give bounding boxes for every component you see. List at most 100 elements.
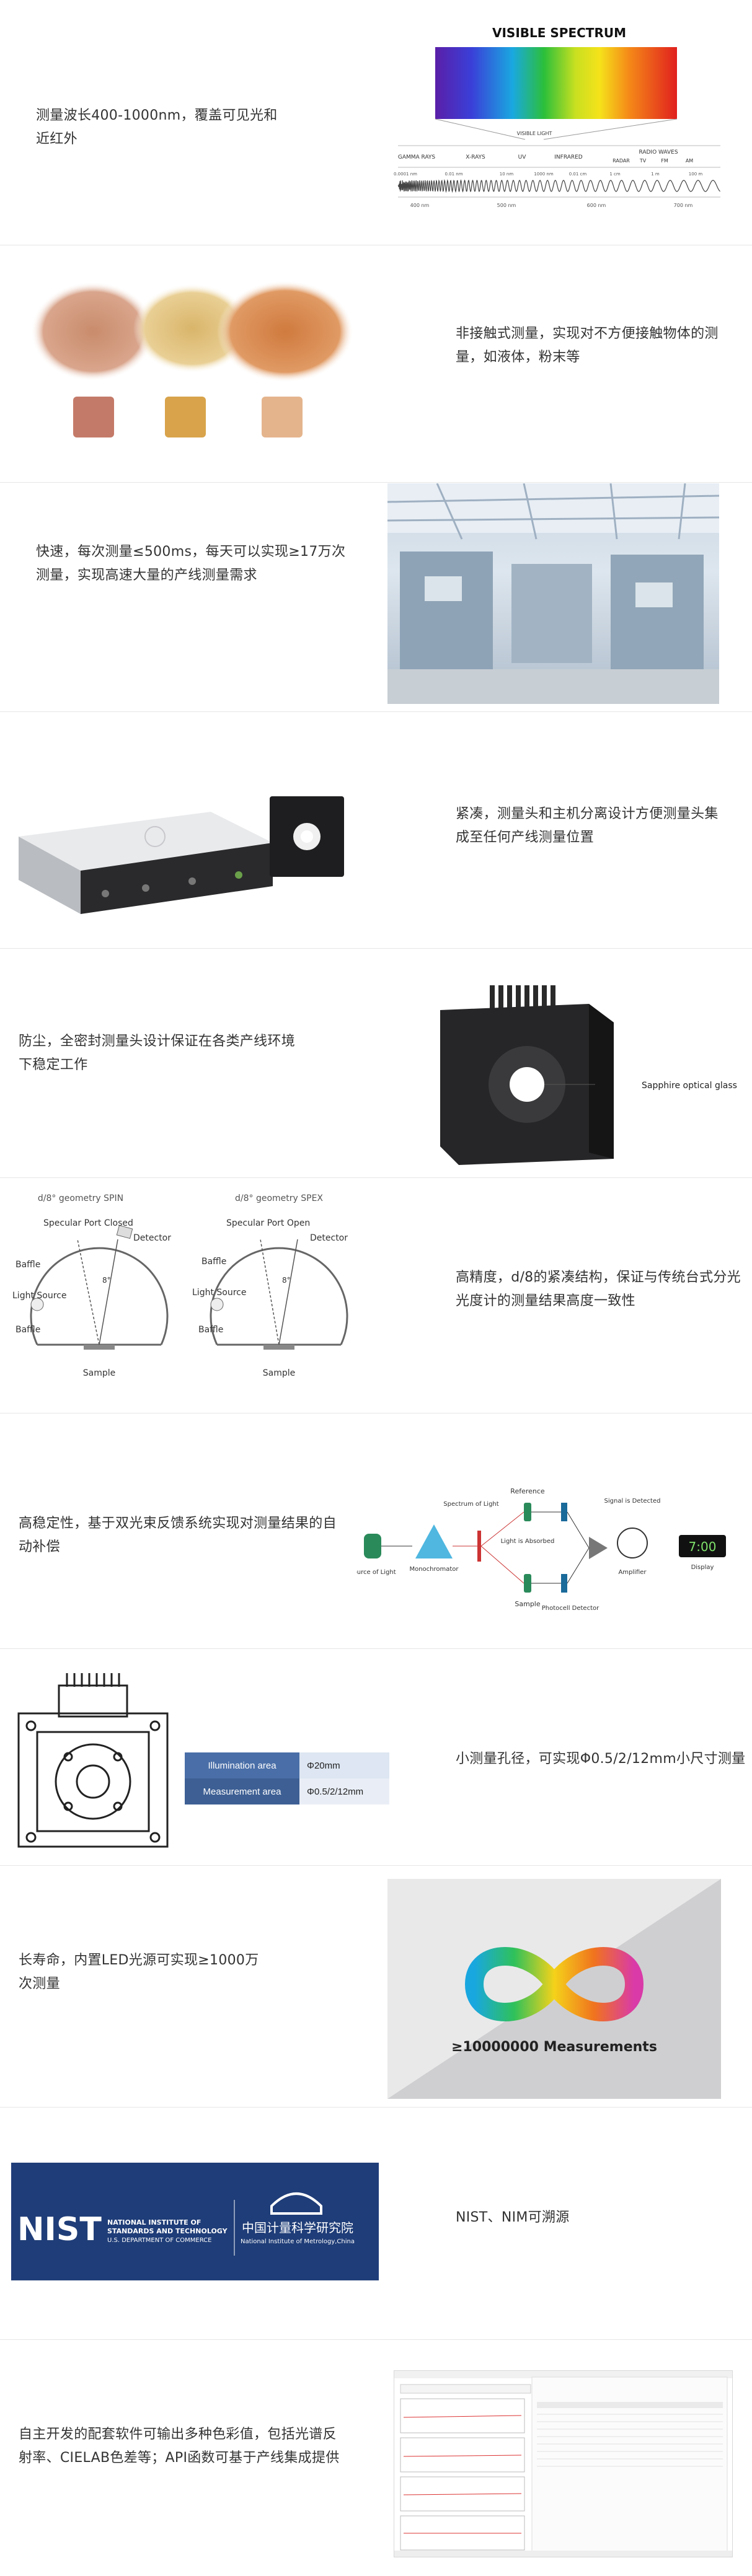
software-screenshot bbox=[394, 2370, 733, 2557]
visible-light-label: VISIBLE LIGHT bbox=[517, 131, 552, 136]
svg-text:100 m: 100 m bbox=[689, 172, 703, 177]
section-divider bbox=[0, 2107, 752, 2108]
svg-text:Source of Light: Source of Light bbox=[356, 1569, 396, 1576]
nim-logo-icon bbox=[270, 2192, 322, 2215]
svg-text:TV: TV bbox=[639, 158, 647, 164]
svg-text:FM: FM bbox=[661, 158, 668, 164]
svg-text:8°: 8° bbox=[102, 1276, 111, 1285]
spectrum-title: VISIBLE SPECTRUM bbox=[492, 25, 626, 40]
svg-text:0.01 nm: 0.01 nm bbox=[445, 172, 462, 177]
svg-text:0.01 cm: 0.01 cm bbox=[569, 172, 587, 177]
photocell-detector-icon bbox=[561, 1574, 567, 1593]
svg-text:Photocell Detector: Photocell Detector bbox=[542, 1605, 599, 1612]
feature-text-wavelength: 测量波长400-1000nm，覆盖可见光和近红外 bbox=[36, 108, 278, 147]
svg-text:Display: Display bbox=[691, 1564, 714, 1571]
powder-swatch-2 bbox=[165, 397, 206, 437]
feature-text-dustproof: 防尘，全密封测量头设计保证在各类产线环境下稳定工作 bbox=[19, 1034, 296, 1073]
section-divider bbox=[0, 948, 752, 949]
powder-pile-1 bbox=[31, 282, 155, 381]
status-led-icon bbox=[235, 871, 242, 879]
svg-text:Spectrum of Light: Spectrum of Light bbox=[443, 1501, 498, 1508]
port-icon bbox=[102, 890, 109, 897]
svg-text:Light is Absorbed: Light is Absorbed bbox=[501, 1538, 555, 1545]
d8-geometry-diagram: d/8° geometry SPIN Specular Port Closed … bbox=[12, 1190, 372, 1400]
svg-text:Detector: Detector bbox=[310, 1233, 348, 1243]
section-divider bbox=[0, 711, 752, 712]
section-divider bbox=[0, 1865, 752, 1866]
sapphire-glass-window bbox=[510, 1067, 544, 1102]
svg-text:Sample: Sample bbox=[263, 1368, 296, 1378]
port-icon bbox=[142, 884, 149, 892]
section-divider bbox=[0, 2339, 752, 2340]
svg-text:1 m: 1 m bbox=[651, 172, 660, 177]
feature-text-precision: 高精度，d/8的紧凑结构，保证与传统台式分光光度计的测量结果高度一致性 bbox=[456, 1270, 741, 1309]
section-divider bbox=[0, 1177, 752, 1178]
feature-text-speed: 快速，每次测量≤500ms，每天可以实现≥17万次测量，实现高速大量的产线测量需… bbox=[36, 544, 346, 583]
svg-text:700 nm: 700 nm bbox=[674, 203, 693, 208]
svg-text:UV: UV bbox=[518, 154, 527, 160]
svg-text:AM: AM bbox=[686, 158, 693, 164]
sample-cuvette-icon bbox=[524, 1574, 531, 1593]
svg-text:Baffle: Baffle bbox=[198, 1325, 223, 1335]
sapphire-label: Sapphire optical glass bbox=[642, 1081, 737, 1091]
svg-text:600 nm: 600 nm bbox=[587, 203, 606, 208]
svg-text:NATIONAL INSTITUTE OF: NATIONAL INSTITUTE OF bbox=[107, 2218, 201, 2227]
svg-text:Signal is Detected: Signal is Detected bbox=[604, 1498, 661, 1505]
factory-production-line-image bbox=[387, 483, 719, 704]
svg-text:Detector: Detector bbox=[133, 1233, 171, 1243]
light-source-icon bbox=[364, 1534, 381, 1558]
visible-spectrum-image: VISIBLE SPECTRUM VISIBLE LIGHT GAMMA RAY… bbox=[392, 19, 727, 223]
lifetime-infinity-image: ≥10000000 Measurements bbox=[387, 1879, 721, 2099]
svg-text:U.S. DEPARTMENT OF COMMERCE: U.S. DEPARTMENT OF COMMERCE bbox=[107, 2237, 211, 2244]
svg-text:Light Source: Light Source bbox=[192, 1288, 246, 1298]
sealed-measuring-head-image: Sapphire optical glass bbox=[434, 979, 738, 1165]
feature-text-stability: 高稳定性，基于双光束反馈系统实现对测量结果的自动补偿 bbox=[19, 1516, 337, 1555]
lifetime-caption: ≥10000000 Measurements bbox=[451, 2039, 657, 2055]
section-divider bbox=[0, 482, 752, 483]
powder-pile-2 bbox=[133, 284, 251, 373]
svg-text:Monochromator: Monochromator bbox=[409, 1566, 459, 1573]
photocell-detector-icon bbox=[561, 1503, 567, 1521]
monochromator-prism-icon bbox=[415, 1524, 453, 1558]
svg-text:Reference: Reference bbox=[510, 1487, 545, 1495]
geometry-spex: d/8° geometry SPEX Specular Port Open De… bbox=[192, 1193, 348, 1378]
svg-text:500 nm: 500 nm bbox=[497, 203, 516, 208]
svg-text:Baffle: Baffle bbox=[201, 1257, 226, 1267]
powder-samples-image bbox=[25, 257, 360, 449]
host-and-measuring-head-image bbox=[12, 762, 360, 930]
svg-text:GAMMA RAYS: GAMMA RAYS bbox=[398, 154, 436, 160]
svg-text:d/8° geometry SPEX: d/8° geometry SPEX bbox=[235, 1193, 323, 1203]
feature-text-noncontact: 非接触式测量，实现对不方便接触物体的测量，如液体，粉末等 bbox=[456, 326, 719, 365]
svg-text:Baffle: Baffle bbox=[15, 1325, 40, 1335]
svg-text:National Institute of Metrolog: National Institute of Metrology,China bbox=[241, 2238, 355, 2245]
aperture-drawing: Illumination area Φ20mm Measurement area… bbox=[12, 1673, 391, 1853]
signal-gauge-icon bbox=[617, 1528, 648, 1558]
feature-text-compact: 紧凑，测量头和主机分离设计方便测量头集成至任何产线测量位置 bbox=[456, 806, 719, 845]
svg-text:Baffle: Baffle bbox=[15, 1260, 40, 1270]
powder-swatch-1 bbox=[73, 397, 114, 437]
svg-text:8°: 8° bbox=[282, 1276, 291, 1285]
reference-cuvette-icon bbox=[524, 1503, 531, 1521]
svg-text:Amplifier: Amplifier bbox=[618, 1569, 647, 1576]
svg-text:d/8° geometry SPIN: d/8° geometry SPIN bbox=[38, 1193, 123, 1203]
measurement-area-label: Measurement area bbox=[185, 1778, 299, 1805]
feature-text-aperture: 小测量孔径，可实现Φ0.5/2/12mm小尺寸测量 bbox=[456, 1751, 746, 1767]
power-logo-icon bbox=[144, 826, 166, 847]
infinity-symbol-icon bbox=[464, 1947, 644, 2021]
svg-text:STANDARDS AND TECHNOLOGY: STANDARDS AND TECHNOLOGY bbox=[107, 2227, 228, 2235]
host-front-panel bbox=[81, 843, 273, 914]
svg-text:X-RAYS: X-RAYS bbox=[466, 154, 485, 160]
svg-text:7:00: 7:00 bbox=[689, 1539, 717, 1554]
svg-text:0.0001 nm: 0.0001 nm bbox=[394, 172, 417, 177]
dual-beam-diagram: Source of Light Monochromator Spectrum o… bbox=[356, 1475, 744, 1636]
svg-text:RADIO WAVES: RADIO WAVES bbox=[639, 149, 678, 156]
display-screen bbox=[679, 1535, 726, 1557]
feature-text-traceable: NIST、NIM可溯源 bbox=[456, 2210, 570, 2225]
port-icon bbox=[188, 877, 196, 885]
svg-text:INFRARED: INFRARED bbox=[554, 154, 583, 160]
svg-text:400 nm: 400 nm bbox=[410, 203, 430, 208]
powder-pile-3 bbox=[217, 281, 353, 382]
nist-nim-logos: NIST NATIONAL INSTITUTE OF STANDARDS AND… bbox=[11, 2163, 379, 2280]
geometry-spin: d/8° geometry SPIN Specular Port Closed … bbox=[12, 1193, 171, 1378]
